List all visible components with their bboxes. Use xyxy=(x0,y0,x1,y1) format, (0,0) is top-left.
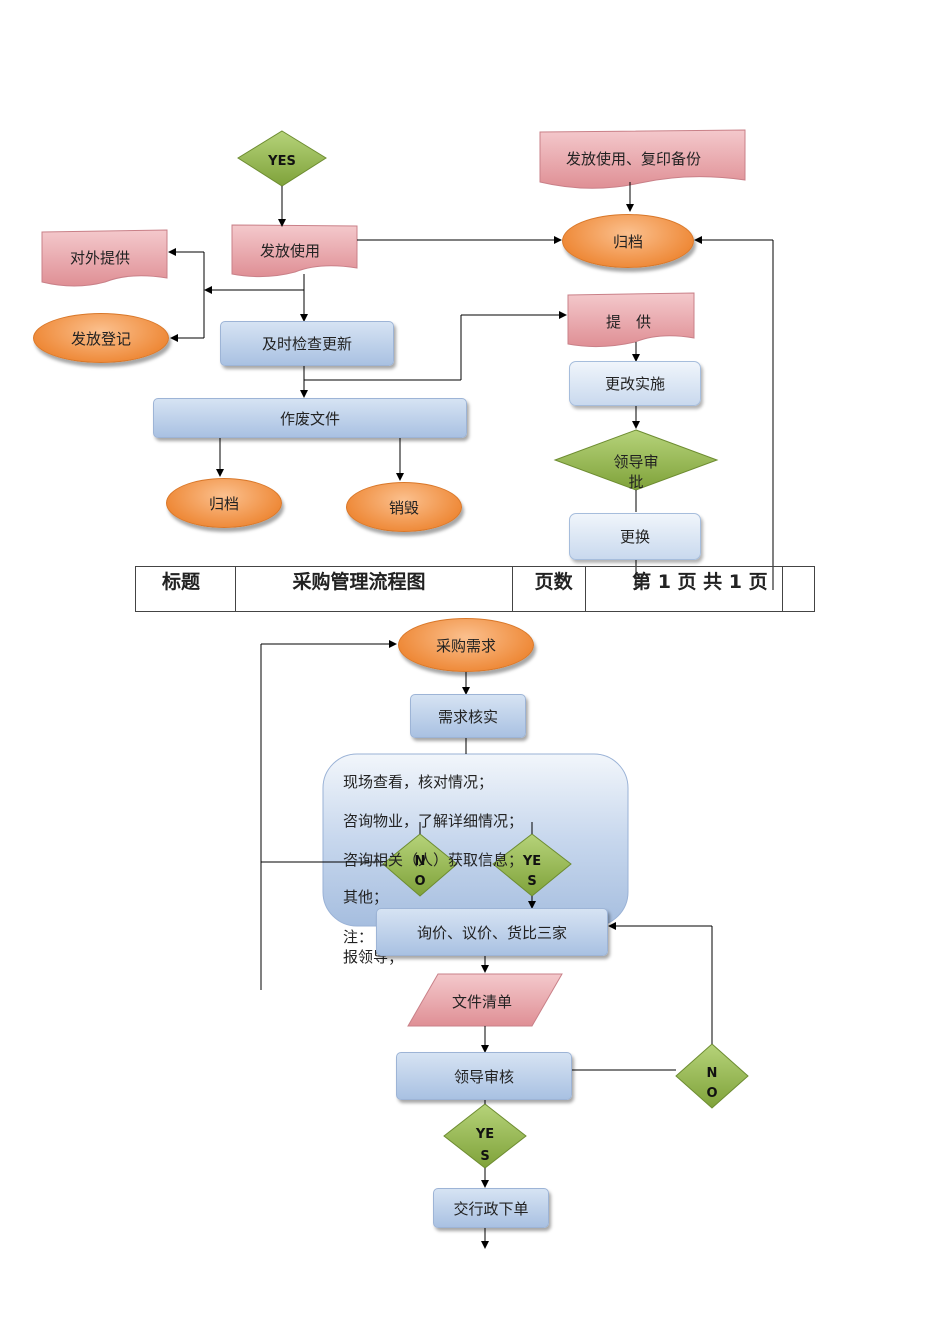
doc-shape-issue xyxy=(231,224,358,278)
header-empty-cell xyxy=(782,566,815,612)
yes-bottom-label: YES xyxy=(475,1127,495,1164)
archive-right-oval: 归档 xyxy=(562,214,694,268)
check-line-4: 其他； xyxy=(343,888,389,906)
doc-shape-file-list xyxy=(407,973,563,1027)
external-provide-label: 对外提供 xyxy=(70,249,131,267)
issue-use-label: 发放使用 xyxy=(260,242,321,260)
doc-shape-copy xyxy=(539,129,746,189)
to-admin-order-box: 交行政下单 xyxy=(433,1188,549,1228)
doc-shape-provide xyxy=(567,292,695,348)
note-line-1: 注： xyxy=(343,928,374,946)
change-implement-box: 更改实施 xyxy=(569,361,701,406)
provide-label: 提 供 xyxy=(606,313,652,331)
purchase-need-oval: 采购需求 xyxy=(398,618,534,672)
check-line-2: 咨询物业，了解详细情况； xyxy=(343,812,524,830)
destroy-oval: 销毁 xyxy=(346,482,462,532)
doc-issue-copy-label: 发放使用、复印备份 xyxy=(566,150,702,168)
header-pages-value: 第 1 页 共 1 页 xyxy=(585,566,784,612)
leader-review-box: 领导审核 xyxy=(396,1052,572,1100)
replace-box: 更换 xyxy=(569,513,701,560)
yes-top-label: YES xyxy=(268,154,296,169)
no-right-label: NO xyxy=(706,1066,718,1101)
yes-mid-label: YES xyxy=(522,854,542,889)
check-line-1: 现场查看，核对情况； xyxy=(343,773,494,791)
timely-check-update-box: 及时检查更新 xyxy=(220,321,394,366)
header-pages-label: 页数 xyxy=(511,566,587,612)
no-mid-label: NO xyxy=(414,854,426,889)
diamond-no-mid xyxy=(382,833,458,897)
void-file-box: 作废文件 xyxy=(153,398,467,438)
archive-left-oval: 归档 xyxy=(166,478,282,528)
issue-register-oval: 发放登记 xyxy=(33,313,169,363)
file-list-label: 文件清单 xyxy=(452,993,513,1011)
leader-approve-label: 领导审批 xyxy=(613,453,659,491)
header-title-label: 标题 xyxy=(134,566,237,612)
diamond-no-right xyxy=(675,1043,749,1109)
need-verify-box: 需求核实 xyxy=(410,694,526,738)
doc-shape-external xyxy=(41,229,168,287)
header-table: 标题 采购管理流程图 页数 第 1 页 共 1 页 xyxy=(134,566,815,612)
header-title-value: 采购管理流程图 xyxy=(235,566,513,612)
check-line-3: 咨询相关（人）获取信息； xyxy=(343,851,524,869)
inquiry-box: 询价、议价、货比三家 xyxy=(376,908,608,956)
